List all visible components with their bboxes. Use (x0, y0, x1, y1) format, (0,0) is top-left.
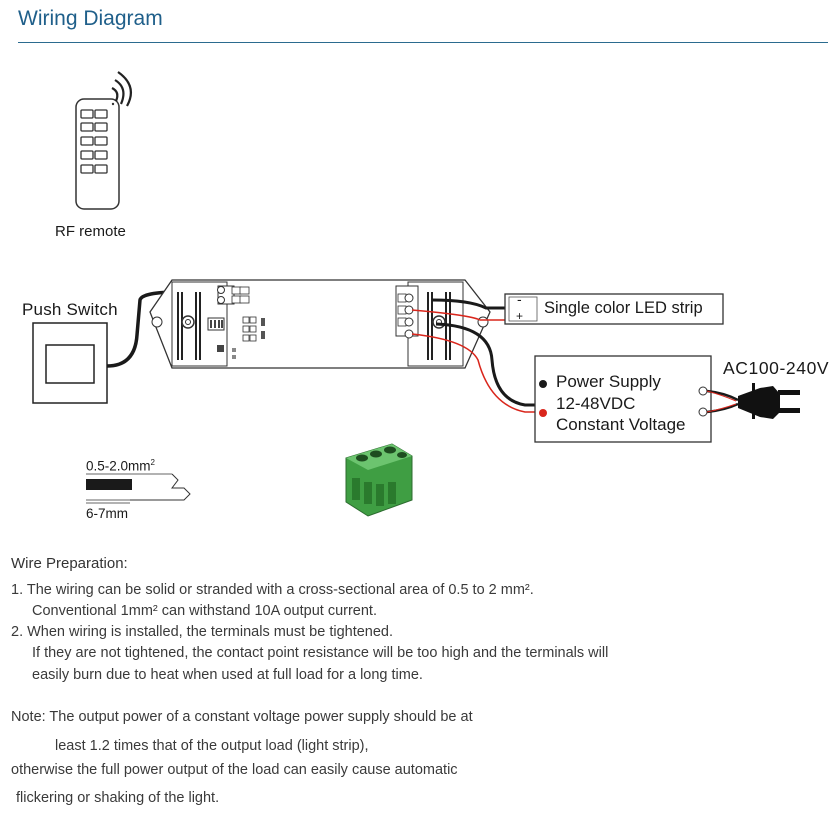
push-switch-label: Push Switch (22, 300, 118, 319)
led-wire-black (431, 298, 505, 310)
ac-wire-red-1 (706, 390, 737, 402)
led-strip-icon (504, 293, 724, 325)
wire-area-label: 0.5-2.0mm2 (86, 458, 155, 474)
led-minus-label: - (517, 291, 522, 307)
led-plus-label: + (516, 309, 524, 323)
note-line: least 1.2 times that of the output load … (55, 738, 369, 754)
wire-prep-line: Conventional 1mm² can withstand 10A outp… (32, 603, 377, 619)
wire-prep-line: 2. When wiring is installed, the termina… (11, 624, 394, 640)
note-line: otherwise the full power output of the l… (11, 762, 458, 778)
led-wire-red (411, 309, 505, 321)
note-line: Note: The output power of a constant vol… (11, 709, 473, 725)
led-strip-label: Single color LED strip (544, 299, 703, 317)
page-title: Wiring Diagram (18, 7, 163, 30)
power-supply-line: Power Supply (556, 372, 661, 391)
ac-wire-red-2 (706, 403, 737, 413)
power-supply-line: 12-48VDC (556, 393, 636, 413)
wire-prep-title: Wire Preparation: (11, 555, 128, 572)
ac-voltage-label: AC100-240V (723, 358, 830, 378)
ps-wire-red (411, 333, 540, 413)
wire-strip-icon (86, 473, 191, 504)
rf-remote-label: RF remote (55, 223, 126, 240)
wire-prep-line: If they are not tightened, the contact p… (32, 645, 609, 661)
title-divider (18, 42, 828, 43)
push-switch-icon (32, 322, 108, 404)
rf-signal-icon (111, 71, 132, 107)
switch-wire (106, 290, 181, 368)
ac-plug-icon (738, 383, 800, 419)
power-supply-line: Constant Voltage (556, 415, 686, 434)
wire-prep-line: 1. The wiring can be solid or stranded w… (11, 582, 534, 598)
strip-length-label: 6-7mm (86, 506, 129, 521)
note-line: flickering or shaking of the light. (16, 790, 220, 806)
wire-prep-line: easily burn due to heat when used at ful… (32, 667, 423, 683)
rf-remote-icon (75, 98, 120, 210)
power-supply-label: Power Supply 12-48VDC Constant Voltage (556, 371, 685, 436)
ps-wire-black (435, 322, 540, 407)
power-supply-icon (534, 355, 712, 443)
terminal-block-icon (345, 443, 413, 517)
controller-icon (149, 279, 491, 369)
